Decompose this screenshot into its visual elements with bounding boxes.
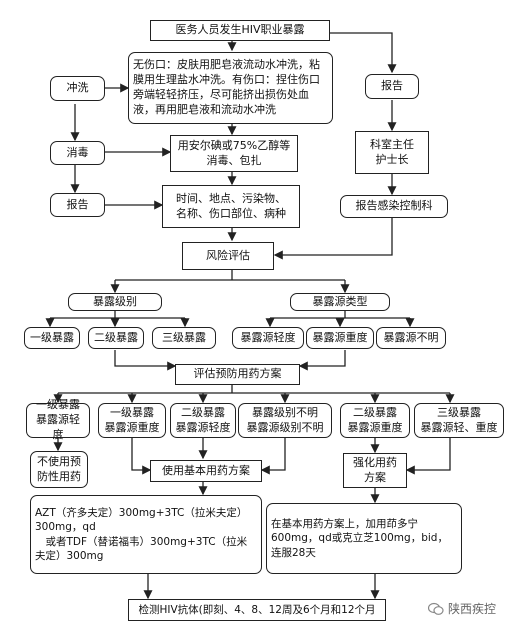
enhanced-detail-box: 在基本用药方案上，加用茚多宁600mg，qd或克立芝100mg，bid，连服28… [266,503,462,574]
report-dept-box: 科室主任 护士长 [355,131,429,174]
exposure-level-box: 暴露级别 [68,293,162,311]
wash-box: 冲洗 [50,76,105,101]
basic-plan-box: 使用基本用药方案 [150,460,262,482]
disinfect-box: 消毒 [50,141,105,165]
exposure-level-3: 三级暴露 [152,327,216,349]
case-1: 一级暴露 暴露源轻度 [26,398,90,441]
report-left-detail-box: 时间、地点、污染物、 名称、伤口部位、病种 [162,185,300,228]
risk-assessment-box: 风险评估 [182,242,274,270]
title-box: 医务人员发生HIV职业暴露 [150,20,330,41]
exposure-level-1: 一级暴露 [24,327,80,349]
case-6: 三级暴露 暴露源轻、重度 [414,403,504,438]
wash-detail-box: 无伤口：皮肤用肥皂液流动水冲洗，粘膜用生理盐水冲洗。有伤口：捏住伤口旁端轻轻挤压… [128,52,333,124]
source-mild: 暴露源轻度 [232,327,304,349]
case-3: 二级暴露 暴露源轻度 [170,403,236,438]
case-5: 二级暴露 暴露源重度 [340,403,410,438]
report-right-box: 报告 [365,74,419,99]
basic-detail-box: AZT（齐多夫定）300mg+3TC（拉米夫定） 300mg，qd 或者TDF（… [30,495,262,574]
report-left-box: 报告 [50,193,105,217]
watermark-text: 陕西疾控 [448,602,497,616]
source-unknown: 暴露源不明 [376,327,446,349]
wechat-icon [427,602,444,616]
exposure-level-2: 二级暴露 [88,327,144,349]
case-2: 一级暴露 暴露源重度 [98,403,166,438]
evaluate-plan-box: 评估预防用药方案 [175,364,300,385]
case-4: 暴露级别不明 暴露源级别不明 [238,403,332,438]
source-severe: 暴露源重度 [306,327,374,349]
watermark: 陕西疾控 [427,600,497,617]
enhanced-plan-box: 强化用药 方案 [343,453,407,488]
source-type-box: 暴露源类型 [290,293,390,311]
disinfect-detail-box: 用安尔碘或75%乙醇等 消毒、包扎 [170,135,298,172]
no-medication-box: 不使用预 防性用药 [30,451,88,488]
report-control-box: 报告感染控制科 [340,195,448,218]
final-test-box: 检测HIV抗体(即刻、4、8、12周及6个月和12个月 [128,599,386,621]
